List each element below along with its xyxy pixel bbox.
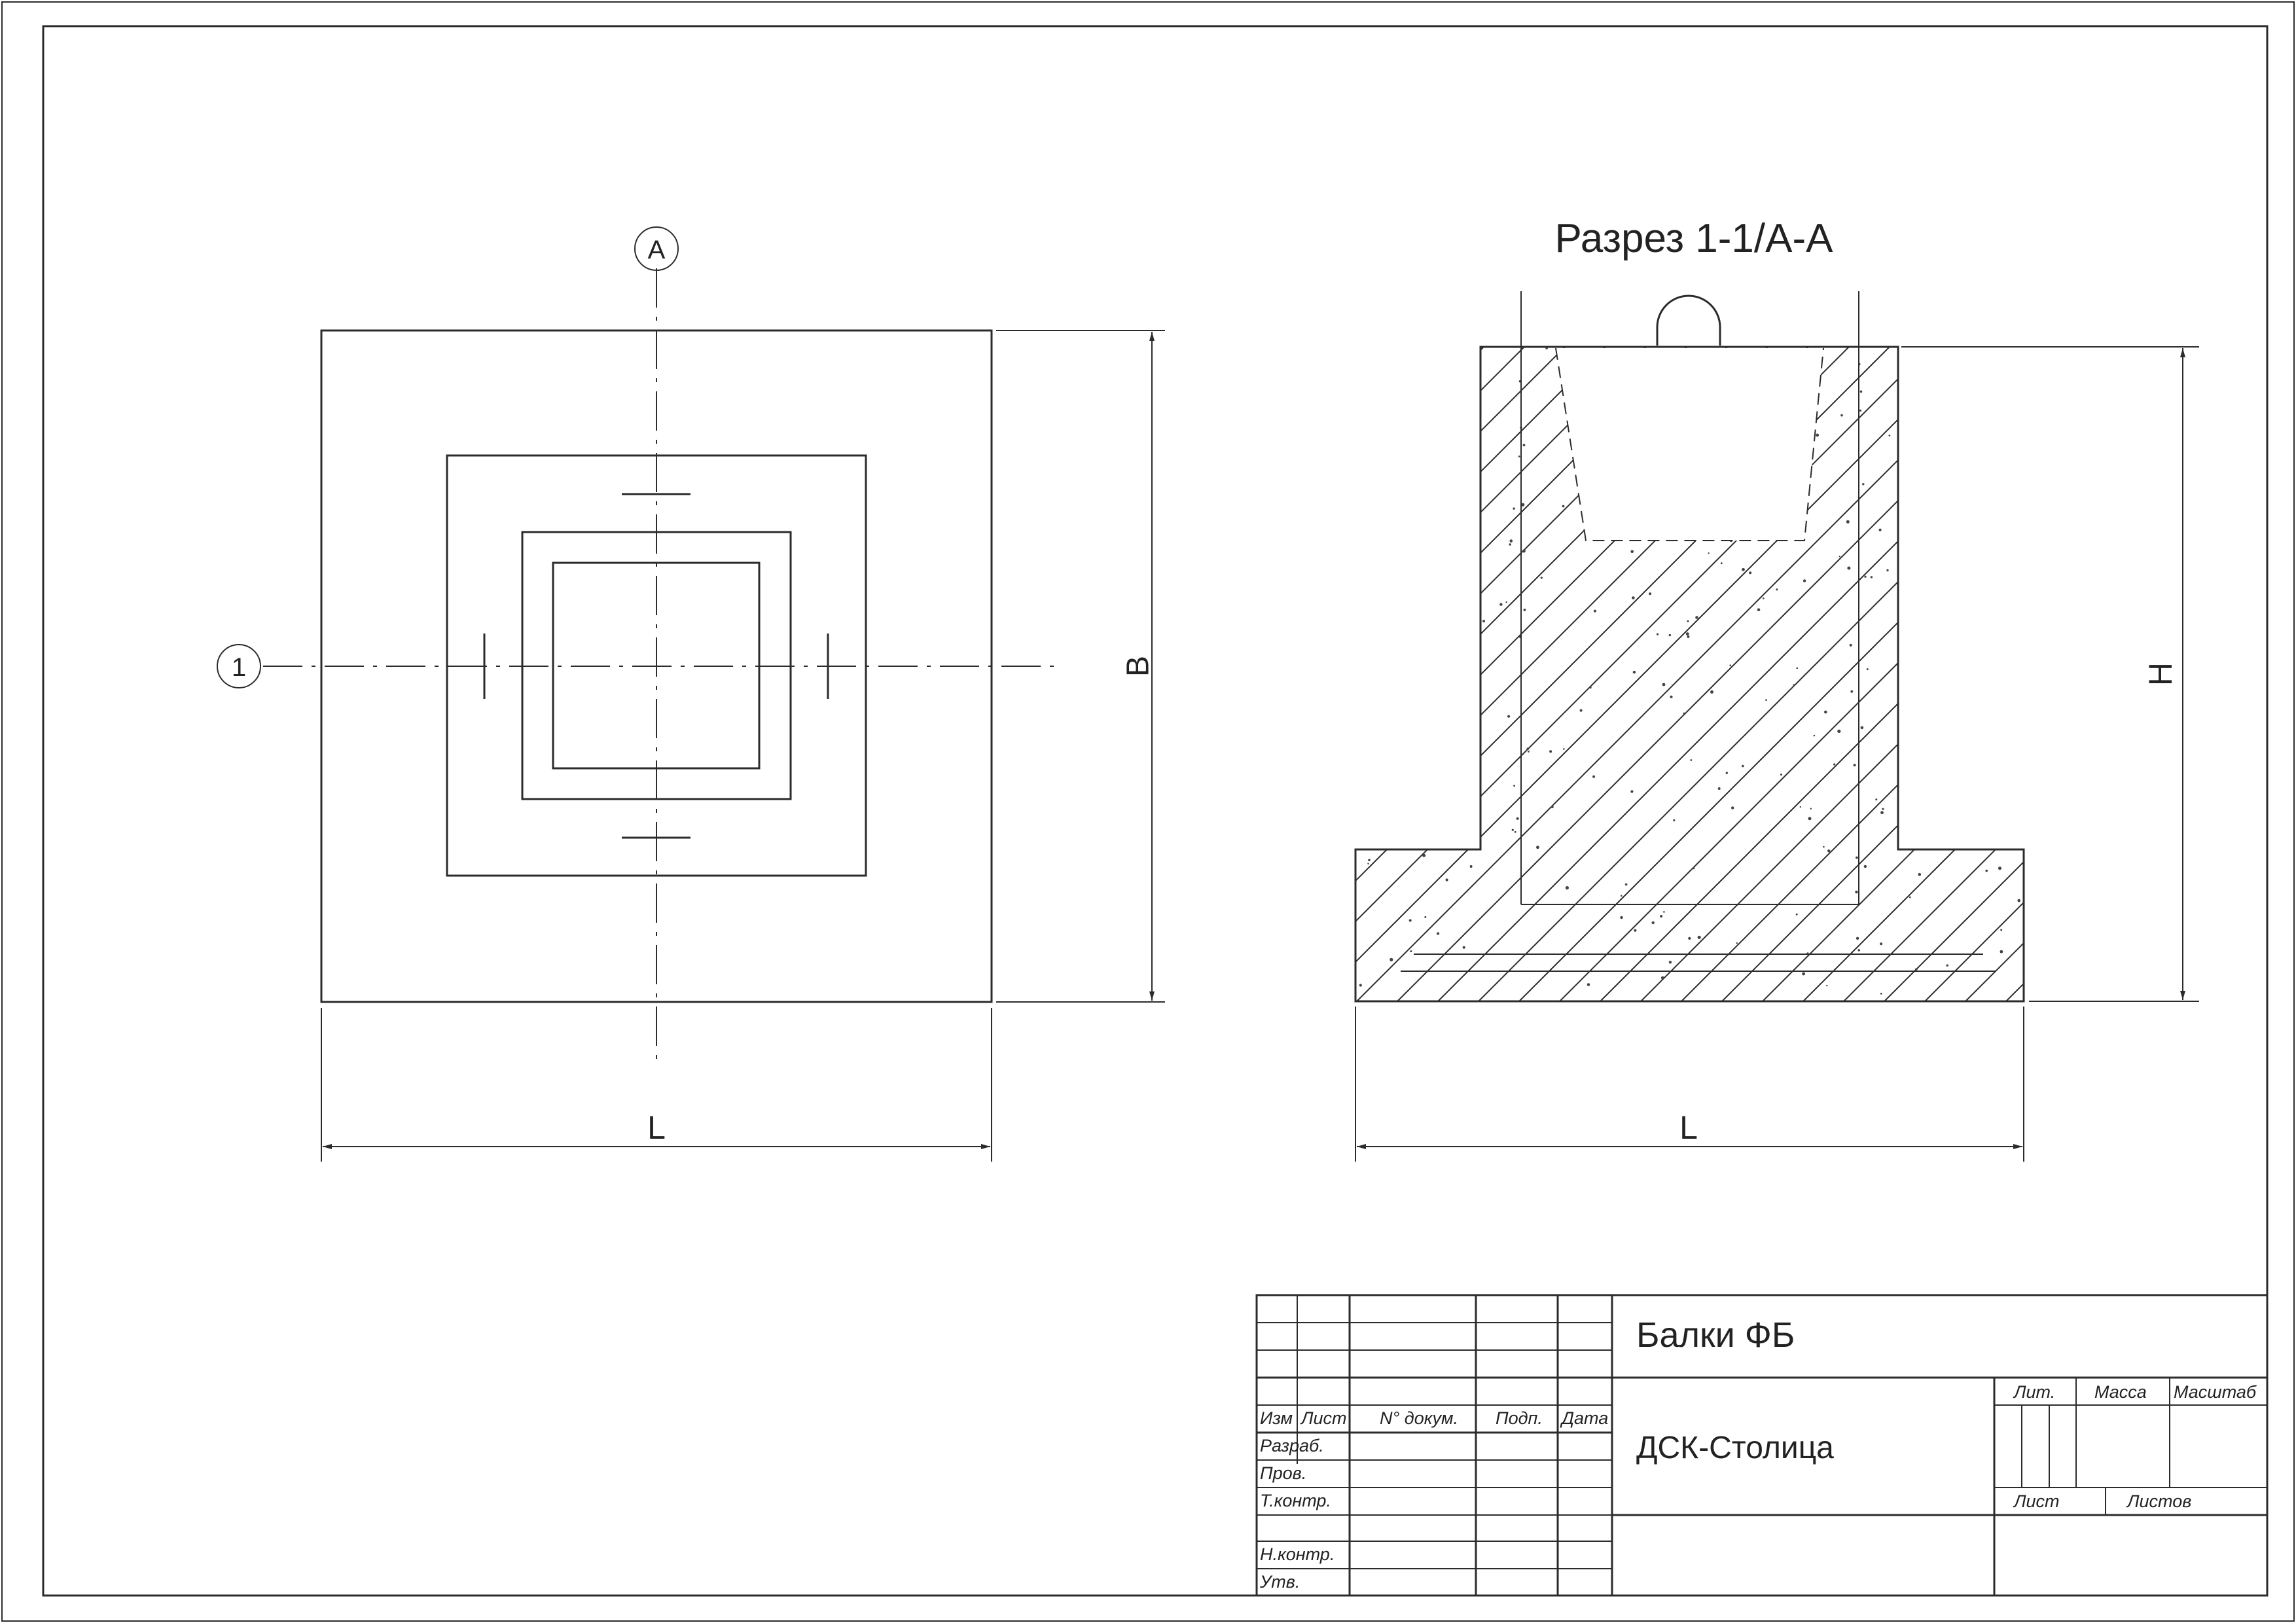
sheet-label: Лист: [2013, 1491, 2060, 1511]
organization-name: ДСК-Столица: [1636, 1431, 1834, 1465]
axis-mark-1: 1: [232, 653, 246, 682]
stage-mass: Масса: [2094, 1382, 2147, 1402]
axis-bubble-1: [217, 644, 261, 688]
axis-mark-a: A: [648, 236, 666, 264]
col-doc-no: N° докум.: [1380, 1408, 1458, 1428]
frame-border: [42, 25, 2269, 1597]
title-block-frame: [1255, 1294, 2269, 1597]
section-title: Разрез 1-1/А-А: [1555, 216, 1834, 261]
title-block: Изм Лист N° докум. Подп. Дата Разраб. Пр…: [1255, 1294, 2269, 1597]
section-outline: [1354, 346, 2025, 1003]
sheets-label: Листов: [2126, 1491, 2191, 1511]
col-sign: Подп.: [1496, 1408, 1543, 1428]
role-tech-control: Т.контр.: [1260, 1491, 1331, 1510]
dim-label-h: H: [2142, 662, 2179, 686]
col-izm: Изм: [1260, 1408, 1293, 1428]
dim-label-l-section: L: [1679, 1109, 1698, 1146]
section-view: Разрез 1-1/А-А H L: [1354, 216, 2199, 1162]
role-norm-control: Н.контр.: [1260, 1544, 1335, 1564]
dim-label-l-plan: L: [647, 1109, 666, 1146]
col-date: Дата: [1560, 1408, 1608, 1428]
axis-bubble-a: [634, 226, 679, 271]
dim-label-b: B: [1121, 656, 1156, 677]
lifting-loop: [1656, 294, 1721, 346]
stage-lit: Лит.: [2013, 1382, 2055, 1402]
role-checked: Пров.: [1260, 1463, 1306, 1483]
stage-scale: Масштаб: [2174, 1382, 2257, 1402]
col-list: Лист: [1300, 1408, 1347, 1428]
designation-title: Балки ФБ: [1636, 1315, 1795, 1355]
role-developed: Разраб.: [1260, 1436, 1324, 1455]
section-hatching: [1355, 347, 2024, 1001]
socket-hidden-line: [1555, 348, 1824, 541]
role-approved: Утв.: [1259, 1572, 1300, 1592]
plan-view: A 1 B L: [217, 226, 1165, 1162]
